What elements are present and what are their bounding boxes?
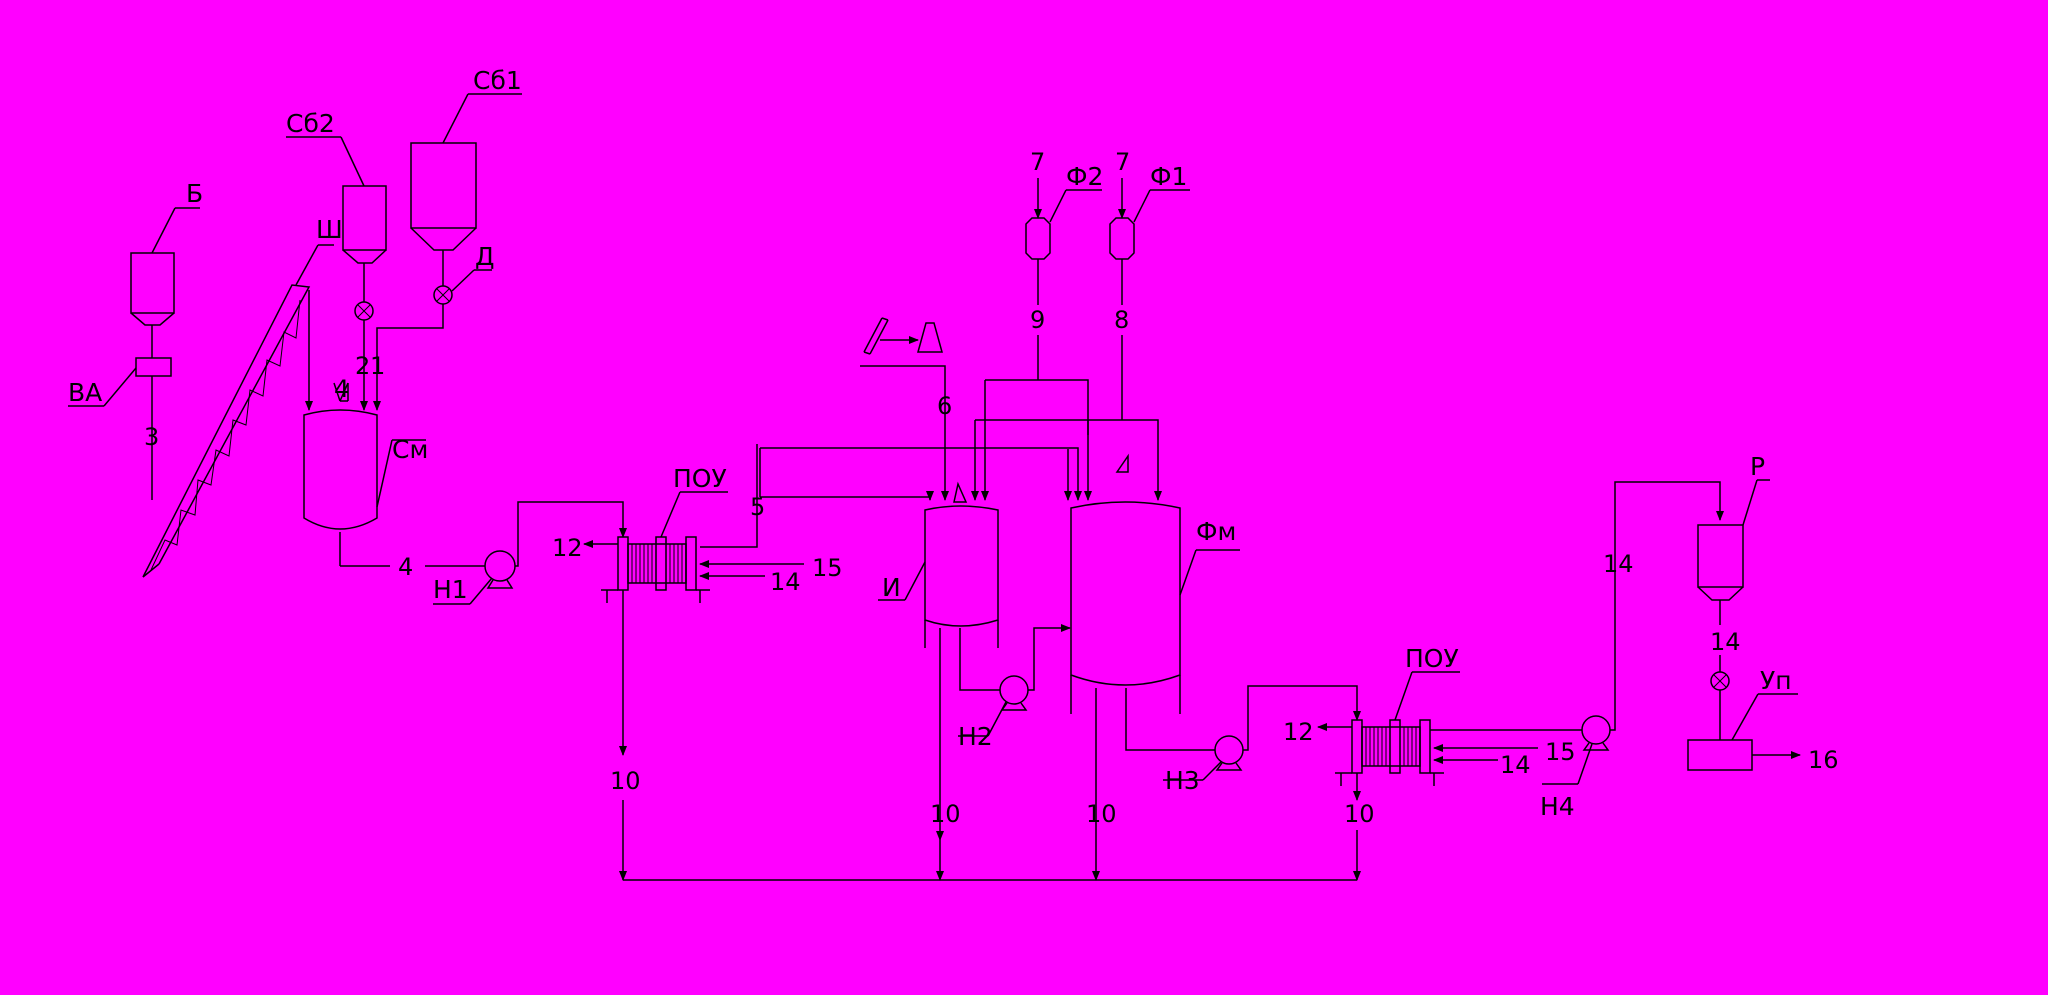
label-n1: Н1	[433, 575, 468, 604]
dispenser-va: ВА 3	[68, 357, 172, 500]
stream-7b: 7	[1115, 148, 1130, 176]
receiver-r: 14 Р	[1697, 452, 1770, 740]
label-r: Р	[1750, 452, 1765, 481]
pump-n3: Н3	[1163, 685, 1361, 795]
stream-10c: 10	[1086, 800, 1117, 828]
label-up: Уп	[1760, 666, 1792, 695]
label-fm: Фм	[1196, 517, 1236, 546]
label-sb2: Сб2	[286, 109, 335, 138]
stream-10d: 10	[1344, 800, 1375, 828]
reagent-dosing-d: Д 6 5	[750, 317, 1082, 521]
hopper-sb2: Сб2 2	[286, 109, 387, 411]
label-f1: Ф1	[1150, 162, 1187, 191]
stream-6: 6	[937, 392, 952, 420]
pump-n1: Н1	[433, 501, 627, 605]
label-f2: Ф2	[1066, 162, 1103, 191]
piping-headers	[971, 379, 1162, 501]
screw-conveyor-sh: Ш	[142, 215, 343, 578]
label-d: Д	[475, 242, 495, 271]
stream-4b: 4	[334, 375, 349, 403]
label-pou-right: ПОУ	[1405, 644, 1459, 673]
heat-exchanger-pou-left: 12 15 14 ПОУ 10	[552, 444, 843, 881]
bunker-b: Б	[130, 179, 203, 358]
stream-3: 3	[144, 423, 159, 451]
pump-n2: Н2	[958, 624, 1071, 751]
stream-5: 5	[750, 493, 765, 521]
hopper-sb1: Сб1 Д 1	[370, 66, 522, 411]
label-n4: Н4	[1540, 792, 1575, 821]
vessel-i: И 10	[878, 481, 1000, 881]
label-b: Б	[186, 179, 203, 208]
stream-2: 2	[355, 352, 370, 380]
pump-n4: 14 Н4	[1540, 481, 1724, 821]
stream-12a: 12	[552, 534, 583, 562]
stream-10b: 10	[930, 800, 961, 828]
label-n3: Н3	[1165, 766, 1200, 795]
label-sh: Ш	[316, 215, 343, 244]
label-pou-left: ПОУ	[673, 464, 727, 493]
label-sb1: Сб1	[473, 66, 522, 95]
label-sm: См	[392, 435, 428, 464]
stream-14a: 14	[770, 568, 801, 596]
stream-8: 8	[1114, 306, 1129, 334]
stream-1: 1	[370, 352, 385, 380]
stream-12b: 12	[1283, 718, 1314, 746]
fermenter-fm: Фм 10	[1070, 453, 1240, 881]
label-va: ВА	[68, 378, 102, 407]
filter-f2: 7 9 Ф2	[1025, 148, 1103, 380]
stream-16: 16	[1808, 746, 1839, 774]
stream-14b: 14	[1500, 751, 1531, 779]
packaging-up: 16 Уп	[1687, 666, 1839, 774]
stream-14c: 14	[1603, 550, 1634, 578]
stream-10a: 10	[610, 767, 641, 795]
heat-exchanger-pou-right: 12 15 14 ПОУ 10	[1283, 644, 1582, 881]
label-i: И	[882, 573, 901, 602]
stream-4a: 4	[398, 553, 413, 581]
stream-7a: 7	[1030, 148, 1045, 176]
stream-9: 9	[1030, 306, 1045, 334]
stream-14d: 14	[1710, 628, 1741, 656]
stream-15b: 15	[1545, 738, 1576, 766]
filter-f1: 7 8 Ф1	[1109, 148, 1190, 420]
mixer-sm: См 4	[303, 382, 485, 581]
label-n2: Н2	[958, 722, 993, 751]
stream-15a: 15	[812, 554, 843, 582]
